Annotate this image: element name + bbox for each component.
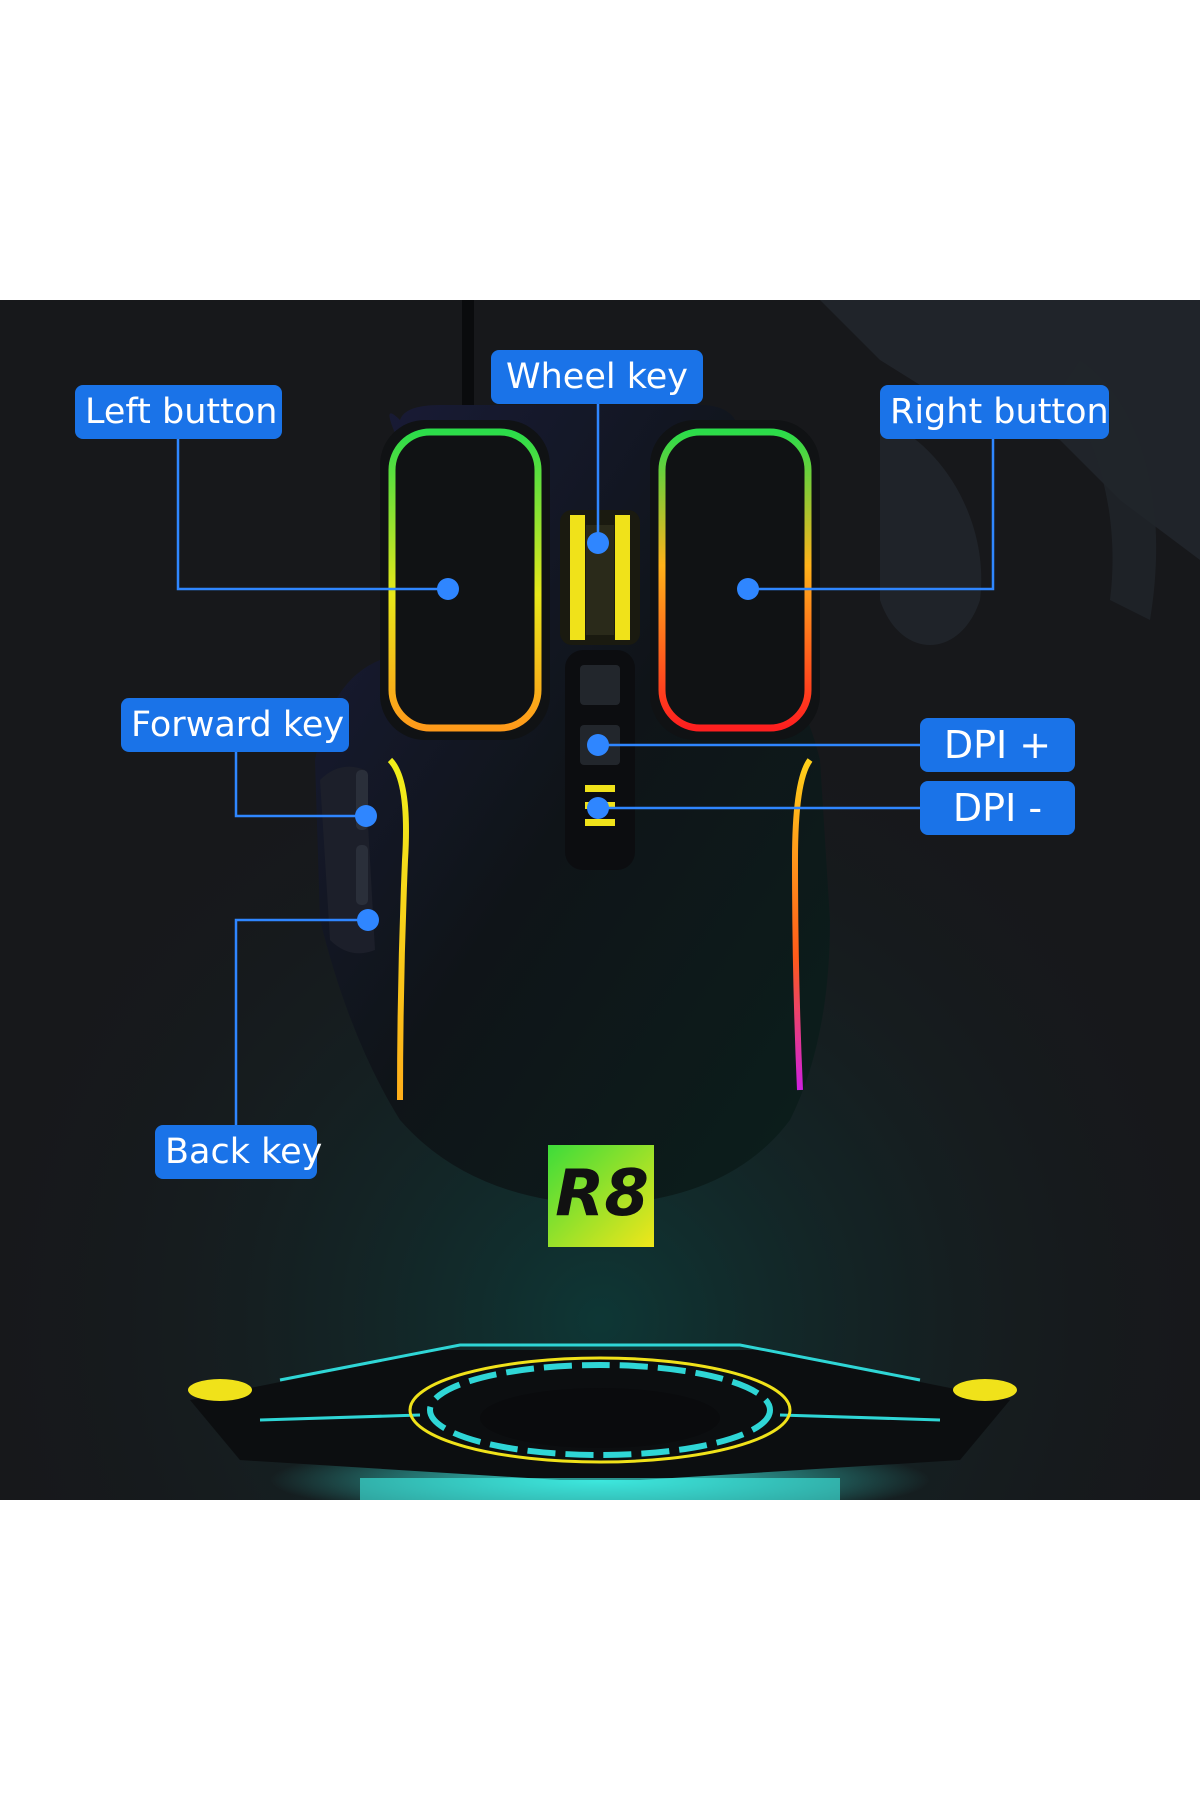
- brand-logo: [548, 1145, 654, 1247]
- callout-right-button: Right button: [880, 385, 1109, 439]
- callout-wheel-key: Wheel key: [491, 350, 703, 404]
- right-button-shape: [650, 420, 820, 740]
- mouse-illustration: [0, 300, 1200, 1500]
- product-scene: R8 Left button Wheel key Right button Fo…: [0, 300, 1200, 1500]
- left-button-shape: [380, 420, 550, 740]
- callout-forward-key: Forward key: [121, 698, 349, 752]
- callout-back-key: Back key: [155, 1125, 322, 1179]
- dpi-plus-button-shape: [580, 665, 620, 705]
- callout-dpi-minus: DPI -: [920, 781, 1075, 835]
- leader-lines: [176, 379, 995, 1156]
- logo-text: R8: [555, 1157, 649, 1231]
- callout-left-button: Left button: [75, 385, 282, 439]
- callout-dpi-plus: DPI +: [920, 718, 1075, 772]
- leader-dots: [355, 532, 759, 931]
